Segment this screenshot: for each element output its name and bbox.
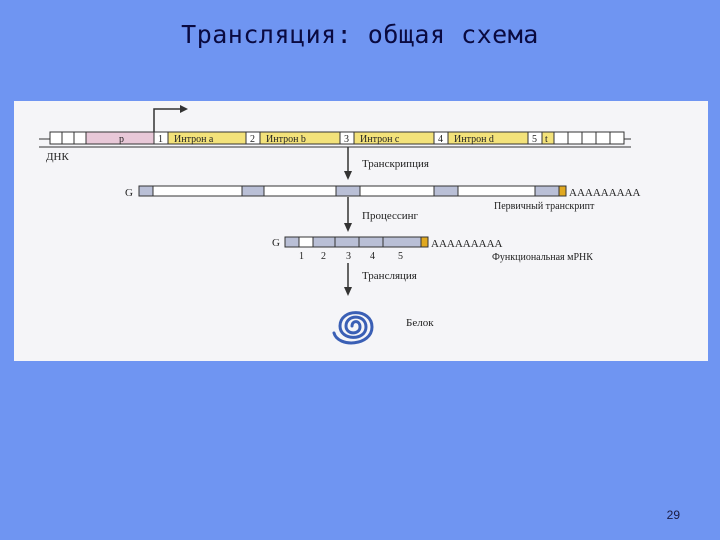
mrna-polyA-box	[420, 236, 429, 248]
dna-exon-5-label: 5	[532, 134, 537, 145]
terminator-label: t	[545, 134, 548, 145]
primary-transcript-label: Первичный транскрипт	[494, 201, 595, 212]
dna-flank-segment	[609, 131, 625, 145]
protein-spiral-icon	[332, 311, 374, 345]
down-arrow-icon	[344, 223, 352, 232]
slide-title: Трансляция: общая схема	[181, 20, 539, 49]
dna-label: ДНК	[46, 151, 69, 163]
promoter-label: p	[119, 134, 124, 145]
mrna-cap-label: G	[272, 237, 280, 249]
transcription-start-arrowhead	[180, 105, 188, 113]
cap-label: G	[125, 187, 133, 199]
processing-label: Процессинг	[362, 210, 419, 222]
intron-c-label: Интрон c	[360, 134, 400, 145]
page-number: 29	[666, 508, 680, 522]
polyA-signal-box	[558, 185, 567, 197]
dna-exon-3-label: 3	[344, 134, 349, 145]
dna-flank-segment	[61, 131, 75, 145]
dna-flank-segment	[581, 131, 597, 145]
mrna-exon-5	[382, 236, 422, 248]
mrna-label: Функциональная мРНК	[492, 252, 593, 263]
transcript-exon-3	[335, 185, 361, 197]
mrna-exon-2	[312, 236, 336, 248]
primary-polyA-tail: AAAAAAAAA	[569, 187, 641, 199]
intron-b-label: Интрон b	[266, 134, 306, 145]
transcript-exon-2	[241, 185, 265, 197]
processing-step: Процессинг	[344, 197, 419, 232]
mrna-exon-3	[334, 236, 360, 248]
transcription-step: Транскрипция	[344, 147, 429, 180]
dna-flank-segment	[73, 131, 87, 145]
mrna-exon-1	[284, 236, 300, 248]
down-arrow-icon	[344, 171, 352, 180]
gene-expression-diagram: p 1 Интрон a 2 Интрон b 3 Интрон c 4 Инт…	[14, 101, 708, 361]
translation-step: Трансляция	[344, 263, 417, 296]
mrna-exon-number-1: 1	[299, 251, 304, 262]
translation-label: Трансляция	[362, 270, 417, 282]
mrna-exon-4	[358, 236, 384, 248]
transcription-label: Транскрипция	[362, 158, 429, 170]
dna-row: p 1 Интрон a 2 Интрон b 3 Интрон c 4 Инт…	[39, 105, 631, 163]
mrna-exon-number-3: 3	[346, 251, 351, 262]
down-arrow-icon	[344, 287, 352, 296]
dna-exon-2-label: 2	[250, 134, 255, 145]
protein-label: Белок	[406, 317, 434, 329]
mrna-exon-number-4: 4	[370, 251, 375, 262]
dna-flank-segment	[49, 131, 63, 145]
dna-flank-segment	[595, 131, 611, 145]
primary-transcript-row: G AAAAAAAAA Первичный транскрипт	[125, 185, 641, 212]
transcript-exon-5	[534, 185, 560, 197]
mrna-exon-number-2: 2	[321, 251, 326, 262]
dna-exon-1-label: 1	[158, 134, 163, 145]
transcript-exon-4	[433, 185, 459, 197]
mrna-exon-number-5: 5	[398, 251, 403, 262]
transcript-exon-1	[138, 185, 154, 197]
dna-flank-segment	[553, 131, 569, 145]
intron-d-label: Интрон d	[454, 134, 494, 145]
dna-exon-4-label: 4	[438, 134, 443, 145]
mrna-polyA-tail: AAAAAAAAA	[431, 238, 503, 250]
transcription-start-arrow	[153, 108, 180, 132]
dna-flank-segment	[567, 131, 583, 145]
terminator-box	[541, 131, 555, 145]
mrna-row: G AAAAAAAAA 1 2 3 4 5 Функциональная мРН…	[272, 236, 593, 263]
intron-a-label: Интрон a	[174, 134, 214, 145]
